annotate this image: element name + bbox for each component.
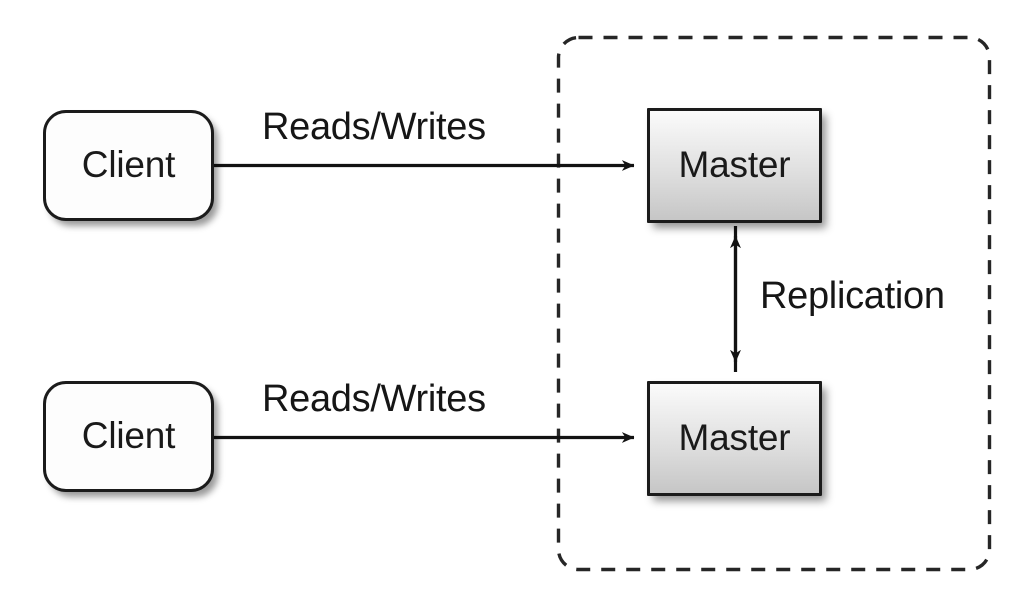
- node-label: Client: [81, 414, 176, 456]
- node-master-top[interactable]: Master: [647, 108, 822, 223]
- node-label: Master: [678, 416, 791, 458]
- node-client-bottom[interactable]: Client: [43, 381, 214, 492]
- node-client-top[interactable]: Client: [43, 110, 214, 221]
- edge-label-reads-writes-top: Reads/Writes: [262, 106, 486, 148]
- edge-label-replication: Replication: [760, 275, 945, 317]
- node-label: Client: [81, 143, 176, 185]
- edge-label-reads-writes-bottom: Reads/Writes: [262, 378, 486, 420]
- cluster-boundary: [556, 35, 992, 572]
- node-label: Master: [678, 143, 791, 185]
- node-master-bottom[interactable]: Master: [647, 381, 822, 496]
